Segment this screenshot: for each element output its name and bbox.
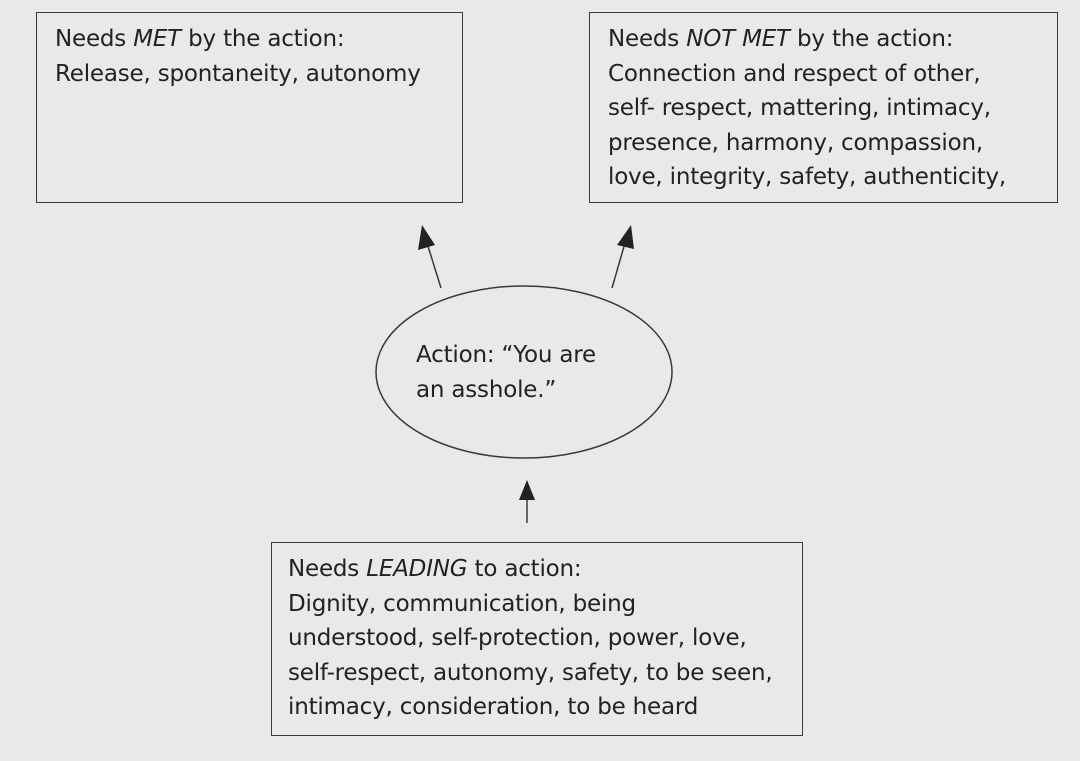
- needs-leading-line: understood, self-protection, power, love…: [288, 625, 747, 651]
- ellipse-shape: [375, 285, 673, 459]
- needs-met-heading: Needs MET by the action:: [55, 22, 444, 57]
- heading-suffix: by the action:: [789, 26, 954, 52]
- needs-not-met-box: Needs NOT MET by the action: Connection …: [589, 12, 1058, 203]
- needs-met-box: Needs MET by the action: Release, sponta…: [36, 12, 463, 203]
- heading-emphasis: MET: [133, 26, 182, 52]
- needs-leading-line: intimacy, consideration, to be heard: [288, 694, 699, 720]
- heading-prefix: Needs: [55, 26, 134, 52]
- needs-not-met-line: Connection and respect of other,: [608, 60, 981, 87]
- action-line: Action: “You are: [416, 342, 596, 368]
- heading-suffix: by the action:: [181, 26, 345, 52]
- action-label: Action: “You are an asshole.”: [416, 338, 596, 407]
- needs-leading-heading: Needs LEADING to action:: [288, 552, 786, 587]
- heading-suffix: to action:: [467, 556, 582, 582]
- needs-leading-line: self-respect, autonomy, safety, to be se…: [288, 659, 773, 686]
- needs-not-met-line: presence, harmony, compassion,: [608, 129, 983, 156]
- needs-not-met-heading: Needs NOT MET by the action:: [608, 22, 1039, 57]
- heading-prefix: Needs: [288, 556, 367, 582]
- heading-emphasis: LEADING: [366, 556, 468, 582]
- needs-not-met-line: love, integrity, safety, authenticity,: [608, 164, 1007, 190]
- needs-not-met-line: self- respect, mattering, intimacy,: [608, 95, 991, 121]
- heading-emphasis: NOT MET: [686, 26, 790, 52]
- arrow-to-met: [418, 225, 442, 289]
- needs-met-line: Release, spontaneity, autonomy: [55, 60, 421, 87]
- needs-leading-line: Dignity, communication, being: [288, 590, 636, 617]
- action-ellipse: Action: “You are an asshole.”: [375, 285, 673, 459]
- arrow-to-not-met: [611, 225, 634, 289]
- heading-prefix: Needs: [608, 26, 687, 52]
- action-line: an asshole.”: [416, 376, 557, 403]
- arrow-from-leading: [519, 480, 535, 523]
- needs-leading-box: Needs LEADING to action: Dignity, commun…: [271, 542, 803, 736]
